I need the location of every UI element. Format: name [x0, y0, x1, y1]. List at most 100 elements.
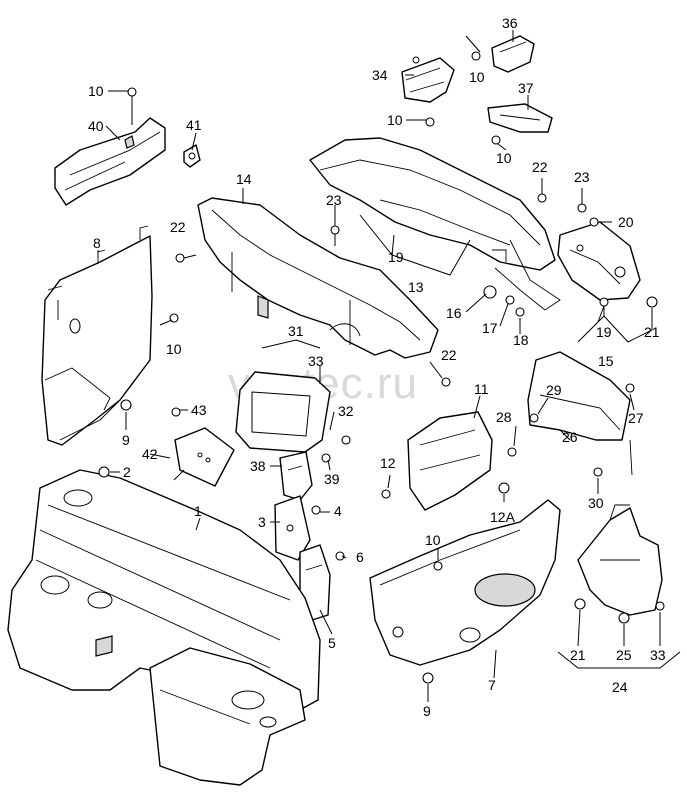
bolt-icon	[529, 413, 539, 423]
callout-4: 4	[334, 503, 342, 519]
part-42-pad	[174, 427, 235, 487]
callout-5: 5	[328, 635, 336, 651]
bolt-icon	[127, 87, 137, 125]
part-3-bracket	[274, 495, 311, 561]
part-34-bracket	[401, 56, 455, 103]
callout-10a: 10	[88, 83, 104, 99]
callout-28: 28	[496, 409, 512, 425]
callout-22b: 22	[532, 159, 548, 175]
part-13-housing	[309, 137, 561, 311]
bolt-icon	[171, 407, 181, 417]
callout-33b: 33	[650, 647, 666, 663]
part-31-frame	[235, 371, 331, 453]
bolt-icon	[655, 601, 665, 611]
callout-32: 32	[338, 403, 354, 419]
bolt-icon	[159, 313, 179, 326]
bolt-icon	[321, 453, 331, 463]
callout-labels: 1 2 3 4 5 6 7 8 9 9 10 10 10 10 10 10 11…	[88, 15, 666, 719]
callout-42: 42	[142, 446, 158, 462]
callout-30: 30	[588, 495, 604, 511]
bolt-icon	[498, 482, 510, 494]
callout-40: 40	[88, 118, 104, 134]
callout-39: 39	[324, 471, 340, 487]
callout-1: 1	[194, 503, 202, 519]
callout-21b: 21	[570, 647, 586, 663]
bolt-icon	[330, 225, 340, 246]
callout-17: 17	[482, 320, 498, 336]
callout-12a: 12A	[490, 509, 516, 525]
part-7-trim	[369, 499, 561, 666]
bolt-icon	[515, 307, 525, 317]
bolt-icon	[425, 117, 435, 127]
callout-12: 12	[380, 455, 396, 471]
callout-15: 15	[598, 353, 614, 369]
callout-19b: 19	[596, 324, 612, 340]
bolt-icon	[589, 217, 599, 227]
part-1-lower-box	[149, 647, 306, 786]
bolt-icon	[537, 193, 547, 203]
callout-13: 13	[408, 279, 424, 295]
callout-23b: 23	[574, 169, 590, 185]
callout-9a: 9	[122, 432, 130, 448]
part-14-cross-member	[197, 197, 439, 359]
bolt-icon	[593, 467, 603, 477]
callout-21a: 21	[644, 324, 660, 340]
part-40-bracket	[54, 117, 166, 206]
bolt-icon	[646, 296, 658, 308]
callout-10f: 10	[425, 532, 441, 548]
part-37-bracket	[487, 103, 553, 133]
callout-11: 11	[474, 381, 489, 397]
bolt-icon	[311, 505, 321, 515]
bolt-icon	[505, 295, 515, 305]
bolt-icon	[625, 383, 635, 393]
callout-10c: 10	[469, 69, 485, 85]
callout-43: 43	[191, 402, 207, 418]
part-38-bracket	[279, 451, 313, 501]
bolt-icon	[574, 598, 586, 610]
bolt-icon	[577, 203, 587, 213]
bolt-icon	[507, 447, 517, 457]
callout-22c: 22	[441, 347, 457, 363]
bolt-icon	[599, 297, 609, 307]
bolts	[98, 51, 665, 684]
bolt-icon	[335, 551, 345, 561]
bolt-icon	[618, 612, 630, 624]
callout-41: 41	[186, 117, 202, 133]
part-8-trim-panel	[41, 225, 153, 446]
callout-34: 34	[372, 67, 388, 83]
bolt-icon	[422, 672, 434, 684]
callout-22a: 22	[170, 219, 186, 235]
part-11-bracket	[407, 411, 493, 511]
callout-29: 29	[546, 382, 562, 398]
callout-20: 20	[618, 214, 634, 230]
bolt-icon	[433, 561, 443, 571]
callout-25: 25	[616, 647, 632, 663]
callout-6: 6	[356, 549, 364, 565]
callout-27: 27	[628, 410, 644, 426]
callout-10e: 10	[496, 150, 512, 166]
part-24-bracket	[577, 504, 663, 616]
part-1-panel	[7, 469, 321, 721]
callout-23a: 23	[326, 192, 342, 208]
part-41-clip	[183, 144, 201, 168]
callout-33a: 33	[308, 353, 324, 369]
bolt-icon	[471, 51, 481, 61]
callout-7: 7	[488, 677, 496, 693]
callout-18: 18	[513, 332, 529, 348]
callout-3: 3	[258, 514, 266, 530]
callout-24: 24	[612, 679, 628, 695]
bolt-icon	[381, 489, 391, 499]
callout-31: 31	[288, 323, 304, 339]
bolt-icon	[175, 253, 197, 263]
callout-19a: 19	[388, 249, 404, 265]
callout-14: 14	[236, 171, 252, 187]
bolt-icon	[483, 285, 497, 299]
bolt-icon	[491, 135, 501, 145]
callout-9b: 9	[423, 703, 431, 719]
callout-36: 36	[502, 15, 518, 31]
bolt-icon	[98, 466, 110, 478]
part-36-bracket	[491, 35, 535, 73]
callout-2: 2	[123, 464, 131, 480]
callout-16: 16	[446, 305, 462, 321]
